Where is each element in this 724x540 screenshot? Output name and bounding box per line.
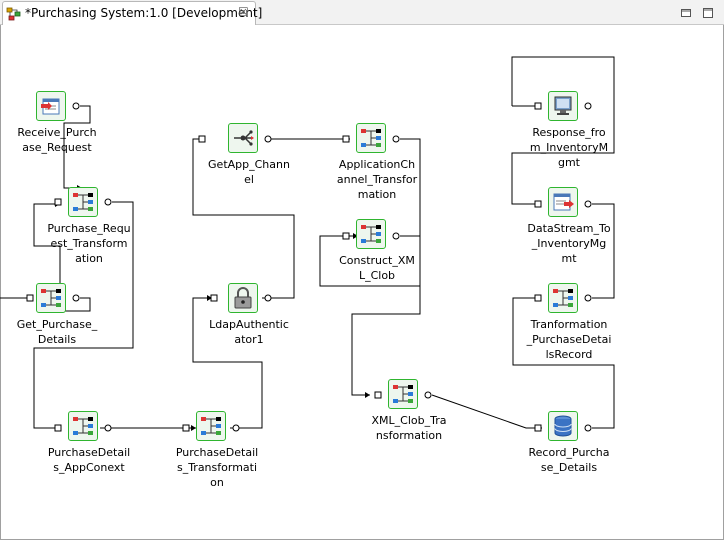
output-port bbox=[264, 294, 272, 302]
output-port bbox=[392, 232, 400, 240]
tab-bar: *Purchasing System:1.0 [Development] ☒ bbox=[0, 0, 724, 25]
receive-icon bbox=[41, 98, 60, 115]
node-xml-clob-transformation[interactable] bbox=[388, 379, 418, 409]
transform-icon bbox=[73, 417, 93, 435]
output-port bbox=[392, 135, 400, 143]
input-port bbox=[534, 424, 542, 432]
node-construct-xml-clob[interactable] bbox=[356, 219, 386, 249]
connector bbox=[319, 235, 420, 287]
output-port bbox=[584, 200, 592, 208]
transform-icon bbox=[201, 417, 221, 435]
node-label: PurchaseDetail s_AppConext bbox=[47, 446, 131, 474]
editor-tab[interactable]: *Purchasing System:1.0 [Development] ☒ bbox=[2, 1, 262, 26]
node-purchasedetails-transformation[interactable] bbox=[196, 411, 226, 441]
input-port bbox=[342, 232, 350, 240]
input-port bbox=[534, 102, 542, 110]
close-icon[interactable]: ☒ bbox=[238, 5, 249, 19]
diagram-icon bbox=[6, 6, 22, 26]
transform-icon bbox=[73, 193, 93, 211]
node-label: Get_Purchase_ Details bbox=[16, 318, 98, 346]
node-label: Response_fro m_InventoryM gmt bbox=[529, 126, 609, 169]
monitor-icon bbox=[554, 96, 572, 115]
database-icon bbox=[554, 415, 572, 437]
node-get-purchase-details[interactable] bbox=[36, 283, 66, 313]
connector bbox=[33, 203, 91, 312]
input-port bbox=[534, 200, 542, 208]
connector bbox=[33, 201, 134, 429]
node-datastream-to-inventorymgmt[interactable] bbox=[548, 187, 578, 217]
connector bbox=[431, 394, 542, 429]
transform-icon bbox=[361, 225, 381, 243]
node-label: Record_Purcha se_Details bbox=[528, 446, 610, 474]
node-label: GetApp_Chann el bbox=[208, 158, 290, 186]
node-label: LdapAuthentic ator1 bbox=[209, 318, 289, 346]
node-label: Construct_XM L_Clob bbox=[339, 254, 415, 282]
transform-icon bbox=[393, 385, 413, 403]
output-port bbox=[584, 294, 592, 302]
connector bbox=[192, 297, 263, 429]
output-port bbox=[584, 102, 592, 110]
tab-title: *Purchasing System:1.0 [Development] bbox=[25, 6, 263, 20]
maximize-icon[interactable] bbox=[702, 4, 714, 18]
node-record-purchase-details[interactable] bbox=[548, 411, 578, 441]
transform-icon bbox=[361, 129, 381, 147]
output-port bbox=[264, 135, 272, 143]
transform-icon bbox=[41, 289, 61, 307]
node-applicationchannel-transformation[interactable] bbox=[356, 123, 386, 153]
input-port bbox=[210, 294, 218, 302]
output-port bbox=[72, 294, 80, 302]
output-port bbox=[104, 198, 112, 206]
transform-icon bbox=[553, 289, 573, 307]
node-label: ApplicationCh annel_Transfor mation bbox=[336, 158, 418, 201]
connector bbox=[351, 138, 421, 396]
input-port bbox=[54, 424, 62, 432]
output-port bbox=[424, 391, 432, 399]
output-port bbox=[104, 424, 112, 432]
connector bbox=[192, 138, 295, 299]
connector bbox=[511, 56, 615, 106]
node-ldapauthenticator1[interactable] bbox=[228, 283, 258, 313]
output-port bbox=[232, 424, 240, 432]
minimize-icon[interactable] bbox=[680, 4, 692, 17]
input-port bbox=[534, 294, 542, 302]
node-getapp-channel[interactable] bbox=[228, 123, 258, 153]
node-purchasedetails-appconext[interactable] bbox=[68, 411, 98, 441]
input-port bbox=[54, 198, 62, 206]
input-port bbox=[182, 424, 190, 432]
connector bbox=[511, 106, 615, 205]
input-port bbox=[374, 391, 382, 399]
connector bbox=[63, 105, 91, 189]
node-response-from-inventorymgmt[interactable] bbox=[548, 91, 578, 121]
input-port bbox=[198, 135, 206, 143]
output-port bbox=[72, 102, 80, 110]
node-receive-purchase-request[interactable] bbox=[36, 91, 66, 121]
node-label: PurchaseDetail s_Transformati on bbox=[175, 446, 259, 489]
connector bbox=[592, 203, 615, 299]
router-icon bbox=[234, 130, 254, 146]
input-port bbox=[342, 135, 350, 143]
node-label: Tranformation _PurchaseDetai lsRecord bbox=[526, 318, 612, 361]
node-purchase-request-transformation[interactable] bbox=[68, 187, 98, 217]
lock-icon bbox=[234, 287, 252, 309]
output-port bbox=[584, 424, 592, 432]
node-label: XML_Clob_Tra nsformation bbox=[371, 414, 447, 442]
node-label: DataStream_To _InventoryMg mt bbox=[527, 222, 611, 265]
node-label: Purchase_Requ est_Transform ation bbox=[47, 222, 131, 265]
node-label: Receive_Purch ase_Request bbox=[17, 126, 97, 154]
node-tranformation-purchasedetailsrecord[interactable] bbox=[548, 283, 578, 313]
connector bbox=[512, 297, 615, 429]
datastream-icon bbox=[553, 193, 574, 211]
input-port bbox=[26, 294, 34, 302]
